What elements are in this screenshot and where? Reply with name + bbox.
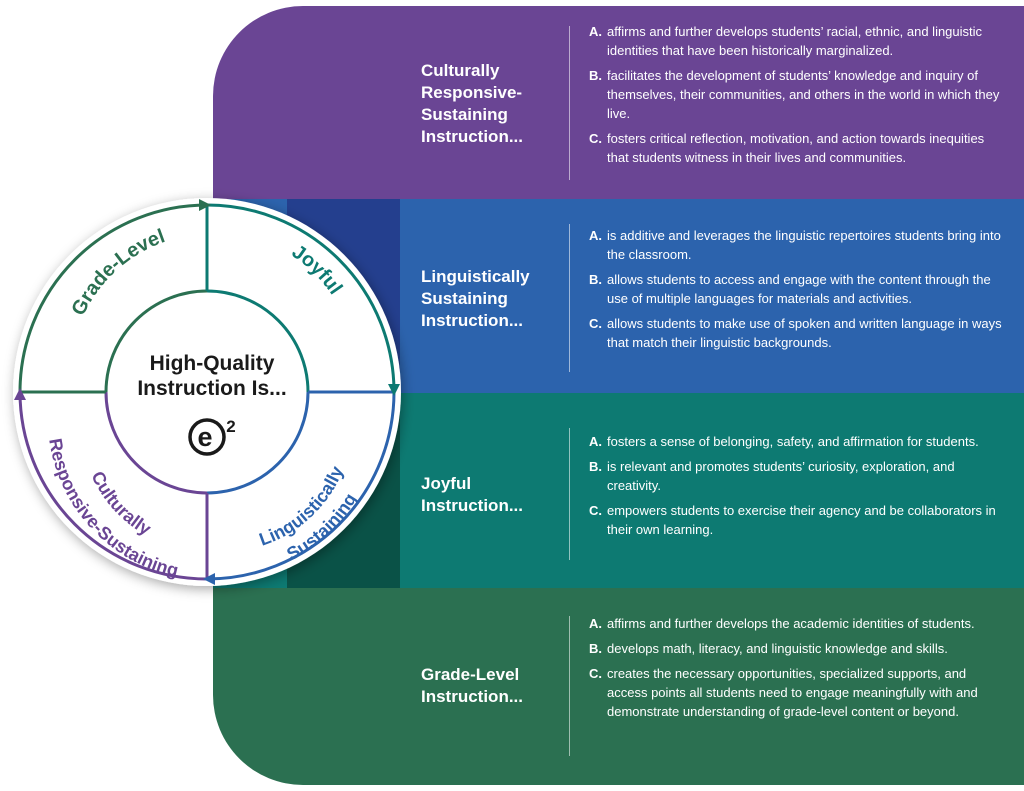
list-item: C. creates the necessary opportunities, s…: [589, 664, 1009, 721]
item-text: fosters a sense of belonging, safety, an…: [607, 434, 979, 449]
panel-culturally-responsive: [213, 6, 1024, 199]
item-text: fosters critical reflection, motivation,…: [607, 131, 985, 165]
item-text: is relevant and promotes students’ curio…: [607, 459, 955, 493]
item-letter: A.: [589, 616, 602, 631]
section-divider: [569, 224, 570, 372]
heading-line: Culturally: [421, 61, 500, 80]
list-item: A. affirms and further develops students’…: [589, 22, 1009, 60]
section-divider: [569, 26, 570, 180]
section-items-grade-level: A. affirms and further develops the acade…: [589, 614, 1009, 727]
list-item: C. empowers students to exercise their ag…: [589, 501, 1009, 539]
list-item: B. develops math, literacy, and linguisti…: [589, 639, 1009, 658]
item-letter: C.: [589, 666, 602, 681]
wheel-disc: [13, 198, 401, 586]
list-item: C. allows students to make use of spoken …: [589, 314, 1009, 352]
section-divider: [569, 616, 570, 756]
svg-text:2: 2: [226, 417, 235, 436]
arrow-head-icon: [388, 384, 400, 396]
section-heading-joyful: Joyful Instruction...: [421, 473, 571, 517]
inner-arc-joyful: [206, 289, 310, 393]
outer-arc-linguistic: [206, 391, 396, 581]
list-item: B. facilitates the development of student…: [589, 66, 1009, 123]
outer-arc-grade-level: [18, 203, 208, 393]
heading-line: Joyful: [421, 474, 472, 493]
section-items-joyful: A. fosters a sense of belonging, safety, …: [589, 432, 1009, 545]
item-text: allows students to make use of spoken an…: [607, 316, 1002, 350]
item-letter: B.: [589, 459, 602, 474]
section-items-crs: A. affirms and further develops students’…: [589, 22, 1009, 173]
heading-line: Sustaining: [421, 289, 508, 308]
heading-line: Instruction...: [421, 311, 523, 330]
item-text: allows students to access and engage wit…: [607, 272, 991, 306]
heading-line: Linguistically: [421, 267, 530, 286]
item-letter: C.: [589, 503, 602, 518]
item-text: is additive and leverages the linguistic…: [607, 228, 1001, 262]
outer-arc-joyful: [206, 203, 396, 393]
item-letter: A.: [589, 24, 602, 39]
heading-line: Instruction...: [421, 496, 523, 515]
list-item: B. allows students to access and engage w…: [589, 270, 1009, 308]
heading-line: Sustaining: [421, 105, 508, 124]
heading-line: Responsive-: [421, 83, 523, 102]
item-letter: B.: [589, 641, 602, 656]
list-item: A. is additive and leverages the linguist…: [589, 226, 1009, 264]
arrow-head-icon: [14, 388, 26, 400]
svg-text:e: e: [197, 422, 212, 452]
item-text: empowers students to exercise their agen…: [607, 503, 996, 537]
center-title-line1: High-Quality: [150, 352, 275, 375]
item-letter: B.: [589, 272, 602, 287]
section-heading-ls: Linguistically Sustaining Instruction...: [421, 266, 571, 332]
arrow-head-icon: [203, 573, 215, 585]
center-title-line2: Instruction Is...: [137, 377, 286, 400]
section-heading-grade-level: Grade-Level Instruction...: [421, 664, 571, 708]
item-letter: B.: [589, 68, 602, 83]
item-letter: A.: [589, 228, 602, 243]
heading-line: Instruction...: [421, 127, 523, 146]
list-item: B. is relevant and promotes students’ cur…: [589, 457, 1009, 495]
section-items-ls: A. is additive and leverages the linguist…: [589, 226, 1009, 358]
instruction-wheel: Grade-Level Joyful Culturally Responsive…: [13, 198, 401, 586]
item-text: affirms and further develops students’ r…: [607, 24, 983, 58]
section-heading-crs: Culturally Responsive- Sustaining Instru…: [421, 60, 571, 148]
list-item: A. fosters a sense of belonging, safety, …: [589, 432, 1009, 451]
inner-arc-culturally: [104, 391, 208, 495]
arrow-head-icon: [199, 199, 211, 211]
outer-arc-culturally: [18, 391, 208, 581]
heading-line: Instruction...: [421, 687, 523, 706]
list-item: A. affirms and further develops the acade…: [589, 614, 1009, 633]
list-item: C. fosters critical reflection, motivatio…: [589, 129, 1009, 167]
item-text: develops math, literacy, and linguistic …: [607, 641, 948, 656]
item-letter: C.: [589, 316, 602, 331]
inner-arc-grade-level: [104, 289, 208, 393]
item-text: facilitates the development of students’…: [607, 68, 1000, 121]
item-letter: A.: [589, 434, 602, 449]
section-divider: [569, 428, 570, 560]
item-letter: C.: [589, 131, 602, 146]
heading-line: Grade-Level: [421, 665, 520, 684]
e2-logo: e 2: [188, 417, 236, 456]
item-text: affirms and further develops the academi…: [607, 616, 975, 631]
panel-grade-level: [213, 588, 1024, 785]
inner-arc-linguistic: [206, 391, 310, 495]
item-text: creates the necessary opportunities, spe…: [607, 666, 978, 719]
